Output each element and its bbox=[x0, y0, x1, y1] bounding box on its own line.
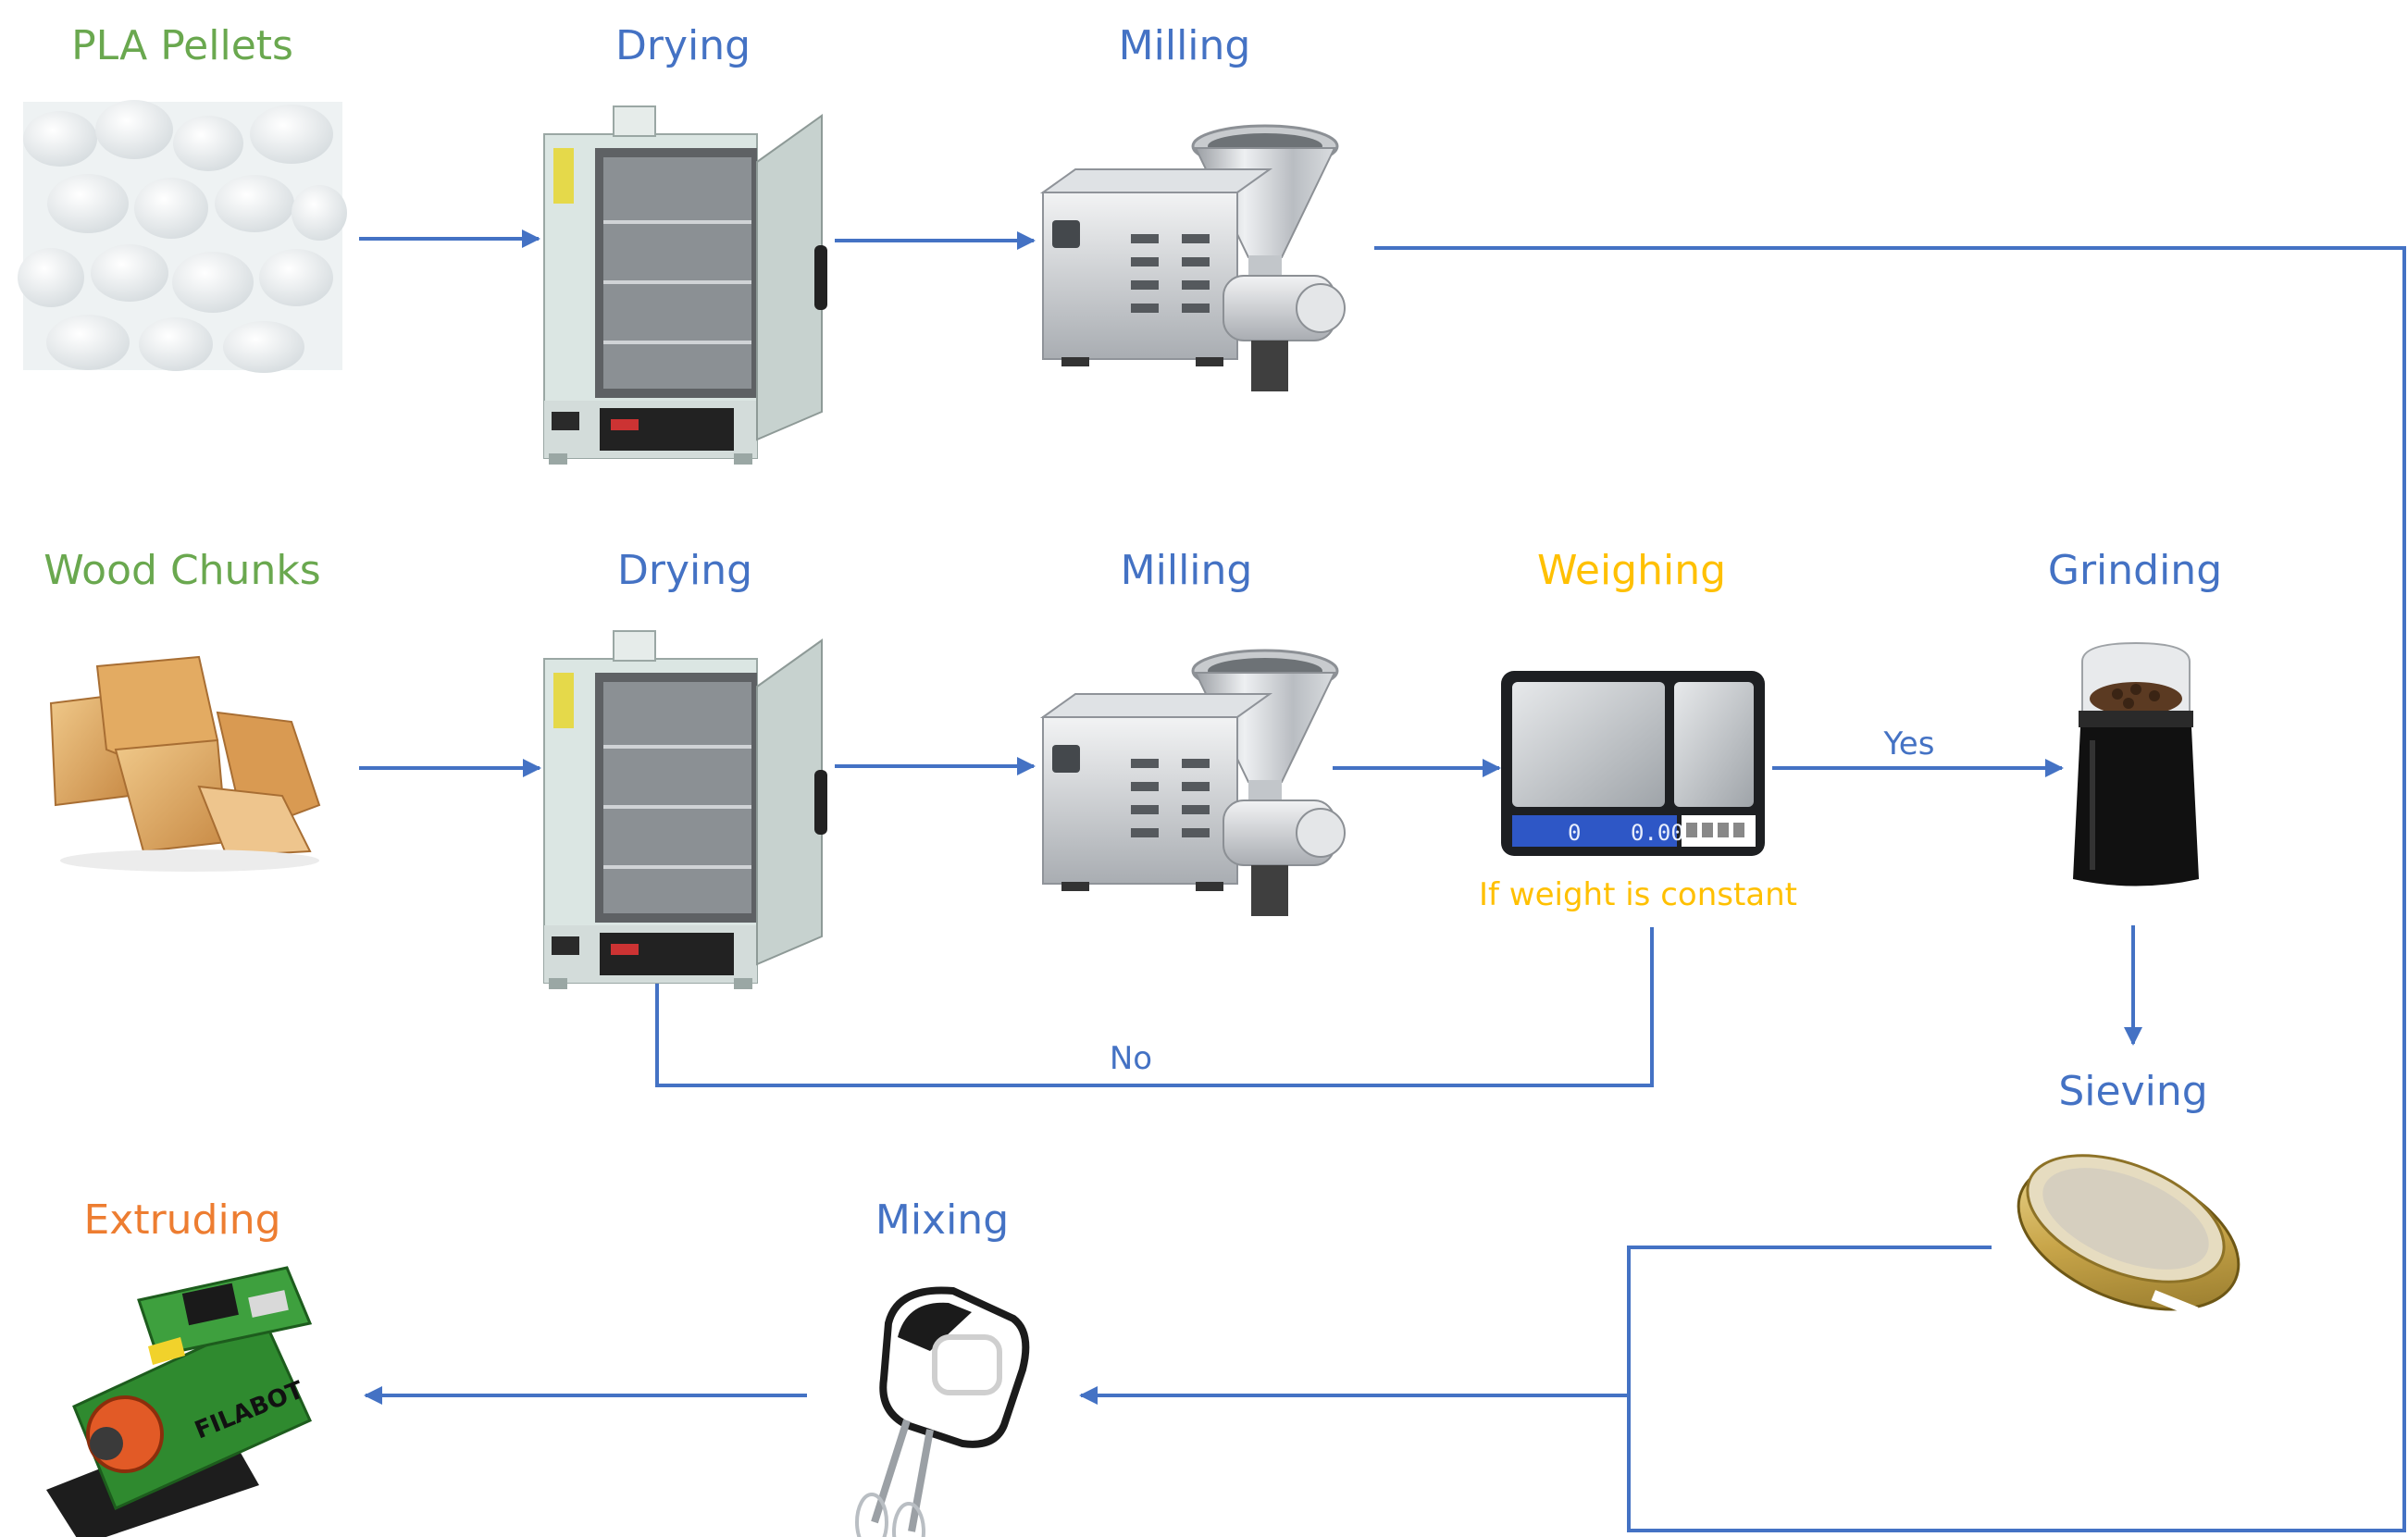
milling-machine-icon bbox=[1041, 124, 1347, 393]
edge-label-yes: Yes bbox=[1883, 725, 1935, 762]
scale-display-right: 0.00 bbox=[1631, 820, 1684, 846]
scale-display-left: 0 bbox=[1568, 820, 1581, 846]
milling-machine-icon bbox=[1041, 649, 1347, 918]
sieve-icon bbox=[2017, 1154, 2240, 1318]
label-sieving: Sieving bbox=[2058, 1068, 2208, 1115]
label-mixing: Mixing bbox=[875, 1196, 1010, 1244]
wood-chunks-image bbox=[49, 655, 321, 872]
scale-icon: 0 0.00 bbox=[1501, 671, 1765, 856]
arrow-weighing-no-loop bbox=[648, 911, 1654, 1087]
label-pla-pellets: PLA Pellets bbox=[71, 22, 293, 69]
hand-mixer-icon bbox=[855, 1286, 1030, 1537]
label-weighing: Weighing bbox=[1536, 547, 1727, 594]
label-milling-1: Milling bbox=[1118, 22, 1251, 69]
edge-label-no: No bbox=[1109, 1040, 1153, 1077]
edge-label-condition: If weight is constant bbox=[1478, 876, 1798, 913]
label-grinding: Grinding bbox=[2047, 547, 2223, 594]
drying-oven-icon bbox=[542, 629, 829, 991]
label-extruding: Extruding bbox=[83, 1196, 281, 1244]
extruder-icon: FILABOT bbox=[46, 1266, 313, 1537]
line-milling-to-right-edge bbox=[1374, 246, 2406, 1532]
coffee-grinder-icon bbox=[2073, 641, 2199, 886]
drying-oven-icon bbox=[542, 105, 829, 466]
label-drying-1: Drying bbox=[614, 22, 751, 69]
label-milling-2: Milling bbox=[1120, 547, 1253, 594]
label-wood-chunks: Wood Chunks bbox=[43, 547, 321, 594]
pla-pellets-image bbox=[18, 100, 347, 373]
label-drying-2: Drying bbox=[616, 547, 753, 594]
connectors bbox=[359, 229, 2406, 1532]
